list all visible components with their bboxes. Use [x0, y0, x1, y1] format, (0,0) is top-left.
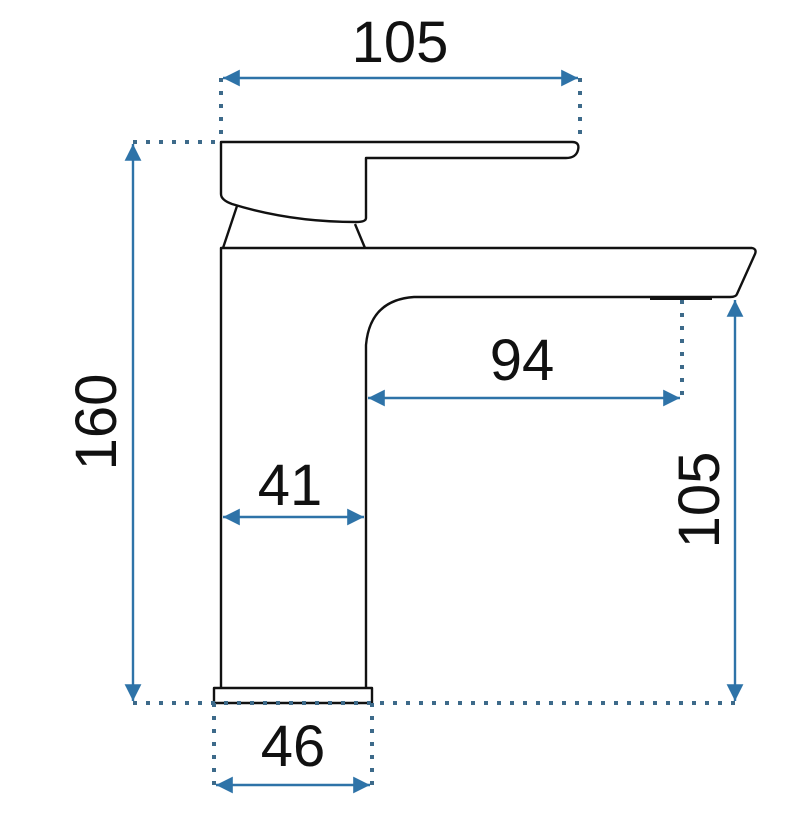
label-body-width: 41	[258, 453, 323, 518]
handle-neck-left	[221, 205, 239, 249]
label-total-height: 160	[64, 374, 129, 471]
label-handle-length: 105	[352, 10, 449, 75]
body-and-spout	[219, 246, 757, 688]
aerator	[650, 296, 712, 300]
handle-neck-right	[353, 223, 367, 249]
extension-lines	[133, 78, 740, 785]
label-base-width: 46	[261, 714, 326, 779]
dimension-arrows	[124, 69, 744, 794]
handle	[219, 140, 580, 224]
label-spout-reach: 94	[490, 328, 555, 393]
base-plate	[212, 686, 374, 705]
faucet-outline	[212, 140, 757, 705]
label-spout-height: 105	[667, 452, 732, 549]
